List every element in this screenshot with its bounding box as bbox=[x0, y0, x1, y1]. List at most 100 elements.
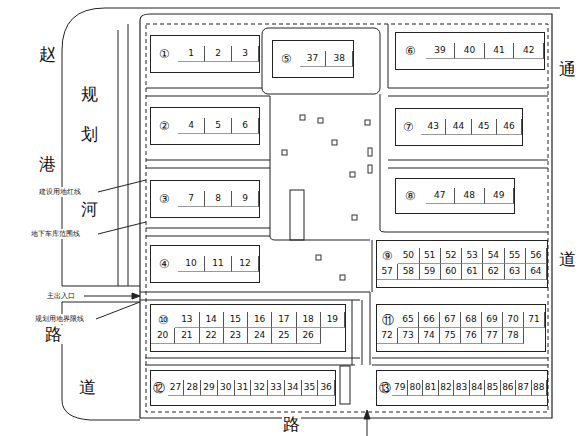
river-edge bbox=[118, 30, 119, 286]
unit-number: 9 bbox=[232, 191, 259, 207]
building-number: ③ bbox=[151, 191, 178, 207]
building-block: ⑩1314151617181920212223242526 bbox=[150, 304, 346, 352]
legend-note: 主出入口 bbox=[46, 291, 76, 301]
unit-number: 52 bbox=[441, 248, 462, 264]
leader-line bbox=[96, 302, 140, 319]
unit-number: 80 bbox=[408, 380, 423, 396]
legend-note: 规划用地界限线 bbox=[34, 314, 85, 324]
unit-number: 6 bbox=[232, 118, 259, 134]
unit-number: 58 bbox=[398, 264, 419, 280]
unit-number: 21 bbox=[175, 328, 199, 344]
unit-number: 85 bbox=[485, 380, 500, 396]
unit-number: 51 bbox=[420, 248, 441, 264]
unit-number: 84 bbox=[470, 380, 485, 396]
unit-number: 44 bbox=[446, 119, 471, 135]
unit-number: 36 bbox=[318, 380, 335, 396]
building-block: ②456 bbox=[150, 107, 260, 145]
unit-number: 14 bbox=[200, 312, 224, 328]
inner-road bbox=[270, 96, 370, 240]
trees bbox=[282, 115, 372, 280]
inner-road bbox=[380, 94, 548, 232]
roads bbox=[62, 8, 560, 420]
unit-number: 15 bbox=[224, 312, 248, 328]
unit-number: 82 bbox=[439, 380, 454, 396]
unit-number: 37 bbox=[300, 51, 327, 67]
unit-number: 22 bbox=[200, 328, 224, 344]
inner-road bbox=[352, 292, 370, 365]
building-number: ⑥ bbox=[396, 43, 426, 59]
arrow-head bbox=[132, 293, 140, 299]
unit-number: 81 bbox=[423, 380, 438, 396]
unit-number: 42 bbox=[514, 43, 544, 59]
unit-number: 2 bbox=[205, 46, 232, 62]
unit-number: 18 bbox=[297, 312, 321, 328]
building-block: ⑥39404142 bbox=[395, 32, 545, 70]
unit-number: 29 bbox=[201, 380, 218, 396]
unit-number: 50 bbox=[398, 248, 419, 264]
unit-number: 62 bbox=[483, 264, 504, 280]
building-block: ⑤3738 bbox=[272, 40, 354, 78]
unit-number: 71 bbox=[524, 312, 545, 328]
unit-number: 65 bbox=[398, 312, 419, 328]
unit-number: 88 bbox=[532, 380, 547, 396]
building-number: ④ bbox=[151, 256, 178, 272]
unit-number: 45 bbox=[472, 119, 497, 135]
road-name: 规 bbox=[80, 85, 99, 104]
building-number: ⑩ bbox=[151, 312, 175, 328]
unit-number: 30 bbox=[218, 380, 235, 396]
unit-number: 69 bbox=[482, 312, 503, 328]
unit-number: 3 bbox=[232, 46, 259, 62]
leaders bbox=[84, 180, 370, 436]
entrance-arrow bbox=[367, 418, 368, 436]
site-boundary bbox=[140, 14, 552, 418]
unit-number: 74 bbox=[419, 328, 440, 344]
inner-road bbox=[372, 240, 373, 292]
unit-number: 11 bbox=[205, 256, 232, 272]
unit-number: 55 bbox=[505, 248, 526, 264]
arrow-head bbox=[364, 410, 370, 419]
unit-number: 31 bbox=[235, 380, 252, 396]
road-name: 划 bbox=[80, 125, 99, 144]
building-number: ⑬ bbox=[377, 380, 392, 396]
legend-note: 地下车库范围线 bbox=[30, 229, 81, 239]
courtyard bbox=[262, 28, 380, 94]
unit-number: 73 bbox=[398, 328, 419, 344]
building-number: ⑨ bbox=[377, 248, 398, 264]
inner-road bbox=[145, 358, 548, 365]
road-edge bbox=[62, 286, 140, 287]
unit-number: 76 bbox=[461, 328, 482, 344]
unit-number: 87 bbox=[516, 380, 531, 396]
unit-number: 40 bbox=[455, 43, 485, 59]
road-name: 赵 bbox=[38, 45, 57, 64]
building-block: ⑫27282930313233343536 bbox=[150, 370, 336, 406]
inner-road bbox=[140, 292, 370, 300]
service-house bbox=[290, 190, 304, 240]
unit-number: 49 bbox=[485, 188, 515, 204]
entrance-arrow bbox=[84, 296, 132, 297]
unit-number: 60 bbox=[441, 264, 462, 280]
unit-number: 86 bbox=[501, 380, 516, 396]
inner-road bbox=[146, 88, 270, 236]
road-name: 路 bbox=[282, 415, 301, 434]
building-block: ③789 bbox=[150, 180, 260, 218]
unit-number: 61 bbox=[462, 264, 483, 280]
unit-number: 47 bbox=[426, 188, 456, 204]
unit-number: 38 bbox=[326, 51, 353, 67]
unit-number: 20 bbox=[151, 328, 175, 344]
unit-number: 12 bbox=[232, 256, 259, 272]
unit-number: 39 bbox=[426, 43, 456, 59]
building-block: ⑧474849 bbox=[395, 178, 515, 214]
unit-number: 16 bbox=[248, 312, 272, 328]
unit-number: 75 bbox=[440, 328, 461, 344]
road-name: 港 bbox=[38, 155, 57, 174]
unit-number: 25 bbox=[272, 328, 296, 344]
road-name: 路 bbox=[44, 325, 63, 344]
unit-number: 10 bbox=[178, 256, 205, 272]
unit-number: 67 bbox=[440, 312, 461, 328]
building-block: ⑬79808182838485868788 bbox=[376, 370, 548, 406]
unit-number: 35 bbox=[302, 380, 319, 396]
unit-number: 66 bbox=[419, 312, 440, 328]
unit-number: 83 bbox=[454, 380, 469, 396]
unit-number: 28 bbox=[184, 380, 201, 396]
unit-number: 63 bbox=[505, 264, 526, 280]
